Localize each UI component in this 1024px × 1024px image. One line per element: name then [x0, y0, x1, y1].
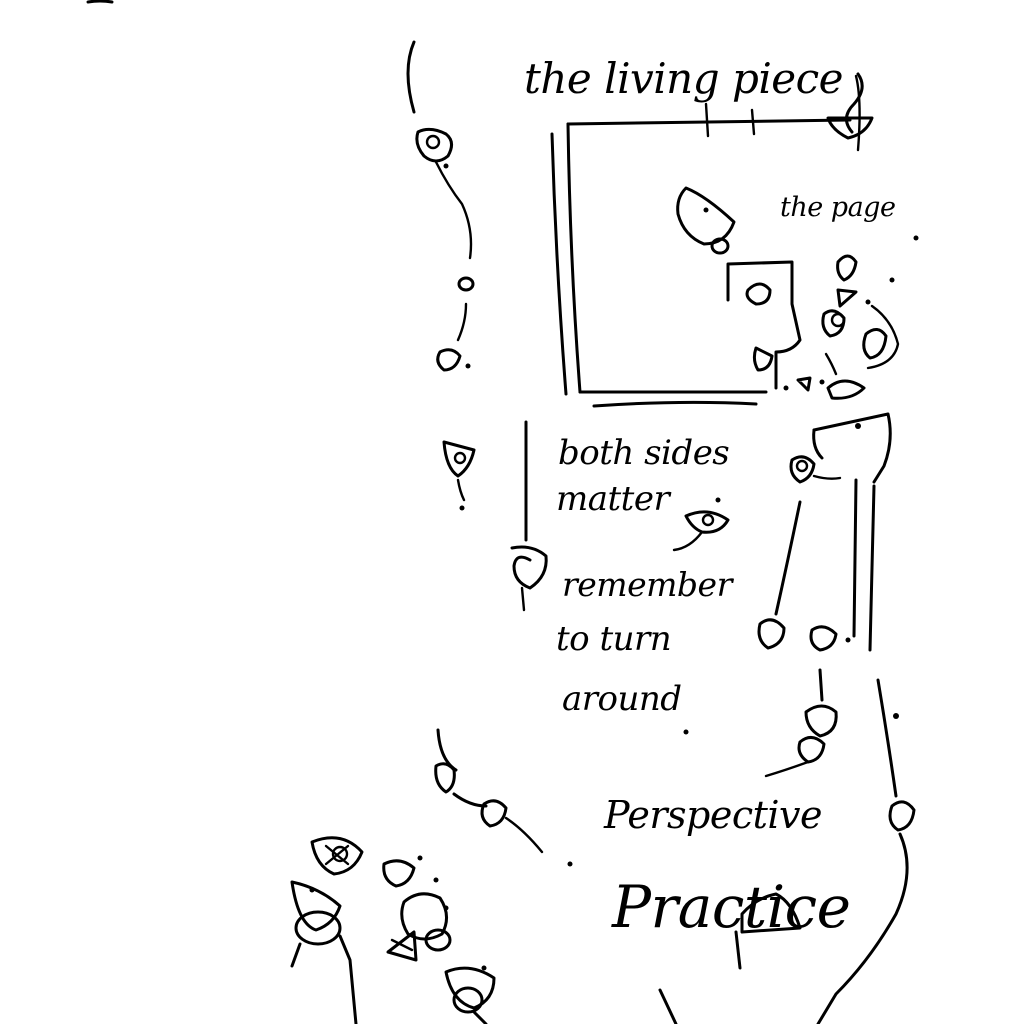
note-practice: Practice	[612, 873, 851, 941]
figures-page-cluster	[783, 235, 919, 400]
note-perspective: Perspective	[604, 793, 823, 837]
figure-left-top	[415, 127, 473, 260]
left-arc-line	[406, 40, 416, 114]
corner-smudge	[86, 0, 114, 4]
title-the-living-piece: the living piece	[524, 54, 844, 103]
figure-inside-square	[676, 186, 736, 255]
figure-matter	[672, 497, 730, 552]
crowd-bottom-left	[290, 836, 496, 1024]
figure-left-mid	[436, 276, 475, 372]
note-around: around	[562, 679, 682, 719]
figure-viewer	[757, 412, 892, 652]
note-both-sides: both sides	[558, 433, 730, 473]
note-remember: remember	[562, 565, 732, 604]
figure-lower-arc	[434, 728, 573, 867]
figure-left-lower	[442, 440, 476, 511]
practice-hook	[658, 892, 802, 1024]
label-the-page: the page	[780, 192, 896, 223]
living-piece-frame	[550, 74, 861, 408]
figure-top-right-corner	[826, 72, 874, 140]
spiral-path	[726, 260, 802, 390]
note-matter: matter	[556, 479, 670, 519]
figure-lower-right	[683, 668, 916, 1024]
note-to-turn: to turn	[556, 619, 672, 659]
figure-middle-line	[510, 420, 548, 612]
